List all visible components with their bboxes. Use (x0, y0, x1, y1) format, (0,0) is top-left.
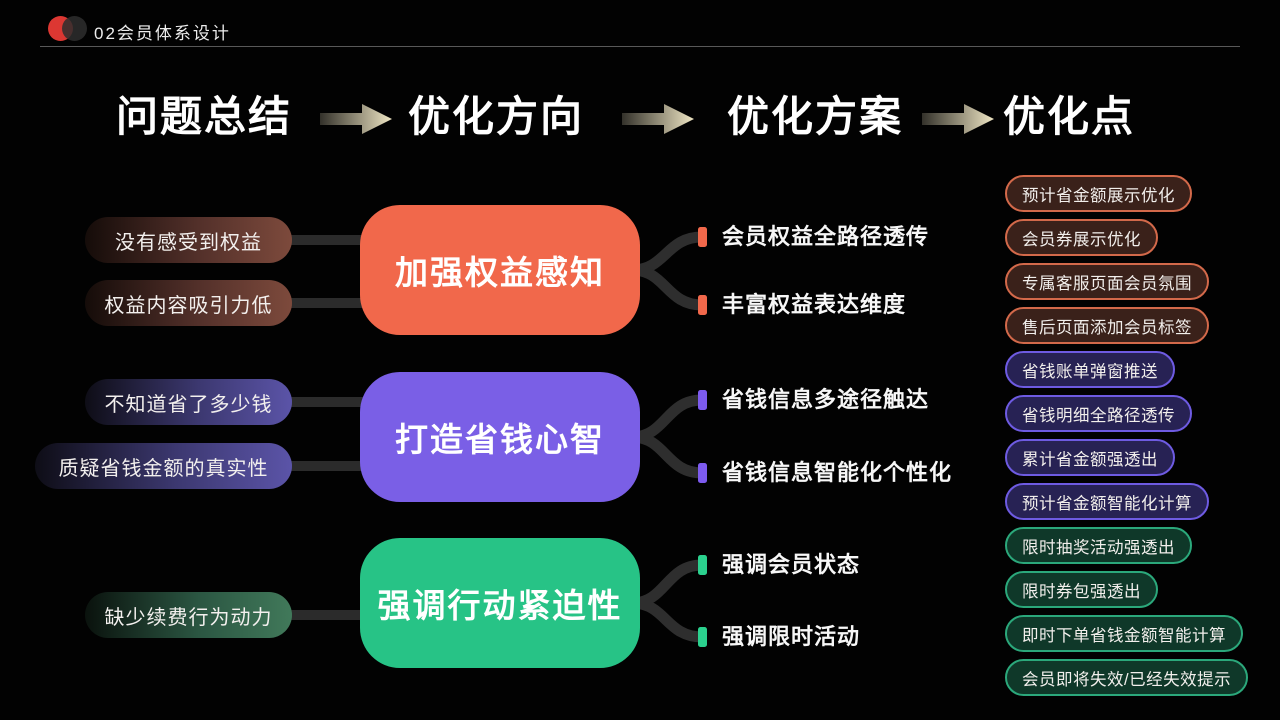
arrow-right-icon (922, 104, 994, 134)
column-header-plans: 优化方案 (727, 93, 904, 140)
brand-logo-icon (48, 16, 90, 42)
plan-bullet-icon (698, 555, 707, 575)
plan-bullet-icon (698, 463, 707, 483)
point-pill: 限时券包强透出 (1005, 571, 1158, 608)
point-pill: 会员券展示优化 (1005, 219, 1158, 256)
direction-box: 强调行动紧迫性 (360, 538, 640, 668)
column-header-directions: 优化方向 (408, 93, 585, 140)
direction-box: 打造省钱心智 (360, 372, 640, 502)
problem-pill: 不知道省了多少钱 (85, 379, 292, 425)
plan-item: 强调限时活动 (722, 624, 861, 649)
point-pill: 省钱明细全路径透传 (1005, 395, 1192, 432)
plan-item: 强调会员状态 (722, 552, 861, 577)
problem-pill: 权益内容吸引力低 (85, 280, 292, 326)
direction-box: 加强权益感知 (360, 205, 640, 335)
plan-item: 省钱信息多途径触达 (722, 387, 930, 412)
point-pill: 专属客服页面会员氛围 (1005, 263, 1209, 300)
plan-item: 丰富权益表达维度 (722, 292, 907, 317)
plan-bullet-icon (698, 295, 707, 315)
column-header-points: 优化点 (1003, 93, 1136, 140)
column-header-problems: 问题总结 (116, 93, 293, 140)
header-divider (40, 46, 1240, 47)
problem-pill: 质疑省钱金额的真实性 (35, 443, 292, 489)
arrow-right-icon (622, 104, 694, 134)
point-pill: 限时抽奖活动强透出 (1005, 527, 1192, 564)
plan-bullet-icon (698, 227, 707, 247)
point-pill: 售后页面添加会员标签 (1005, 307, 1209, 344)
point-pill: 预计省金额展示优化 (1005, 175, 1192, 212)
point-pill: 即时下单省钱金额智能计算 (1005, 615, 1243, 652)
arrow-right-icon (320, 104, 392, 134)
page-title: 02会员体系设计 (94, 24, 231, 43)
plan-bullet-icon (698, 627, 707, 647)
problem-pill: 没有感受到权益 (85, 217, 292, 263)
plan-item: 省钱信息智能化个性化 (722, 460, 953, 485)
plan-bullet-icon (698, 390, 707, 410)
point-pill: 预计省金额智能化计算 (1005, 483, 1209, 520)
plan-item: 会员权益全路径透传 (722, 224, 930, 249)
point-pill: 省钱账单弹窗推送 (1005, 351, 1175, 388)
point-pill: 会员即将失效/已经失效提示 (1005, 659, 1249, 696)
point-pill: 累计省金额强透出 (1005, 439, 1175, 476)
problem-pill: 缺少续费行为动力 (85, 592, 292, 638)
